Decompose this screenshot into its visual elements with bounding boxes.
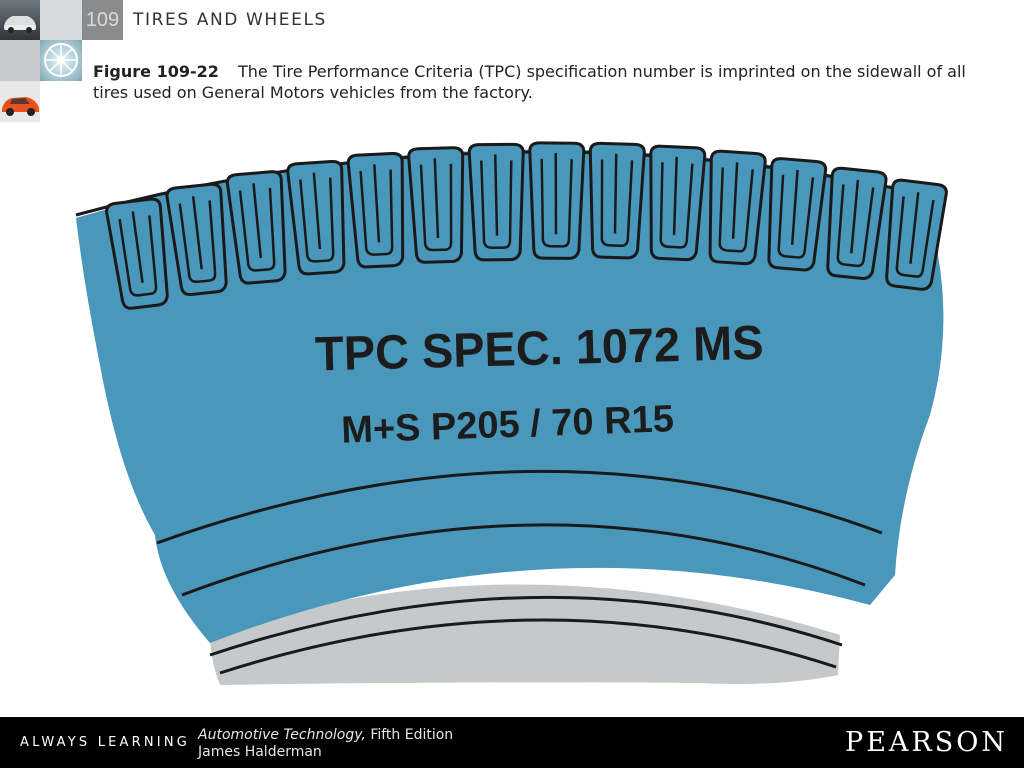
car-thumbnail-image bbox=[0, 0, 40, 40]
tread-block bbox=[649, 144, 707, 262]
chapter-title: TIRES AND WHEELS bbox=[133, 10, 327, 30]
footer-bar: ALWAYS LEARNING Automotive Technology, F… bbox=[0, 717, 1024, 768]
sidewall-rib-line bbox=[209, 595, 843, 657]
sidewall-rib-line bbox=[219, 618, 837, 675]
tread-block bbox=[407, 146, 465, 264]
grey-thumbnail bbox=[0, 40, 40, 81]
tread-block bbox=[588, 141, 646, 260]
tread-block bbox=[826, 166, 888, 280]
tread-block bbox=[467, 142, 525, 262]
book-title: Automotive Technology, bbox=[198, 727, 366, 743]
sidewall-rib-line bbox=[181, 523, 866, 597]
tread-block bbox=[708, 149, 767, 266]
tread-block bbox=[105, 197, 169, 310]
tire-sidewall-illustration: TPC SPEC. 1072 MS M+S P205 / 70 R15 bbox=[60, 115, 960, 695]
tread-block bbox=[346, 151, 405, 269]
tread-blocks bbox=[105, 141, 948, 310]
tpc-spec-text: TPC SPEC. 1072 MS bbox=[314, 316, 764, 381]
footer-tagline: ALWAYS LEARNING bbox=[20, 735, 191, 750]
tire-sidewall-svg: TPC SPEC. 1072 MS M+S P205 / 70 R15 bbox=[75, 141, 948, 685]
figure-label: Figure 109-22 bbox=[93, 62, 219, 81]
tread-block bbox=[767, 157, 828, 272]
tread-block bbox=[885, 178, 948, 291]
figure-caption: Figure 109-22 The Tire Performance Crite… bbox=[93, 61, 993, 103]
book-info: Automotive Technology, Fifth Edition Jam… bbox=[198, 727, 453, 761]
grey-thumbnail bbox=[40, 0, 82, 40]
book-author: James Halderman bbox=[198, 744, 322, 760]
header-thumbnails bbox=[0, 0, 82, 122]
tread-block bbox=[225, 170, 287, 285]
sidewall-rib-line bbox=[156, 469, 883, 545]
rim-band bbox=[210, 584, 840, 685]
caption-text: The Tire Performance Criteria (TPC) spec… bbox=[93, 62, 966, 102]
publisher-logo: PEARSON bbox=[845, 727, 1008, 758]
tread-block bbox=[165, 182, 228, 297]
tread-block bbox=[528, 141, 586, 260]
wheel-thumbnail-image bbox=[40, 40, 82, 81]
chapter-number: 109 bbox=[82, 0, 123, 40]
red-car-thumbnail-image bbox=[0, 81, 40, 122]
book-edition: Fifth Edition bbox=[365, 727, 454, 743]
sidewall-body bbox=[76, 149, 944, 644]
tread-block bbox=[286, 159, 346, 276]
